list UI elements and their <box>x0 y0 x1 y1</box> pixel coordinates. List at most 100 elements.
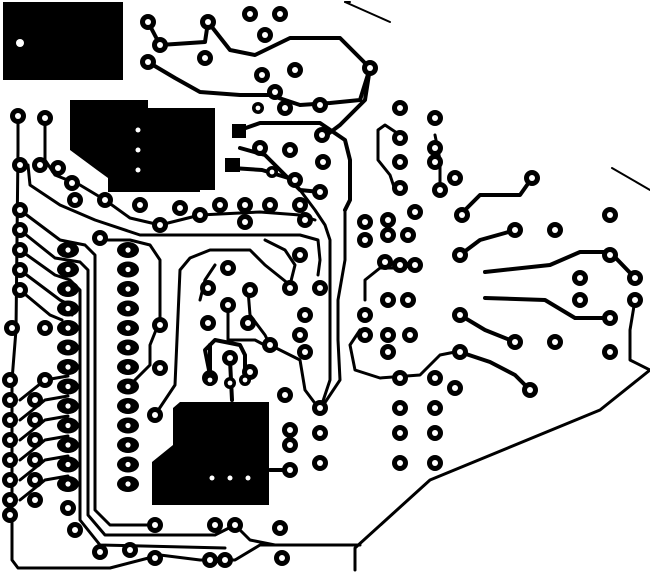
pad-hole <box>292 177 298 183</box>
copper-trace <box>318 66 372 142</box>
pad-hole <box>205 285 211 291</box>
pad-hole <box>7 397 13 403</box>
pad-square <box>232 124 246 138</box>
pad-hole <box>152 412 158 418</box>
pad-hole <box>385 217 391 223</box>
copper-trace <box>146 20 210 47</box>
pad-hole <box>97 549 103 555</box>
pad-hole <box>432 375 438 381</box>
pad-hole <box>227 380 233 386</box>
pad-hole <box>362 332 368 338</box>
pad-hole <box>152 555 158 561</box>
pad-hole <box>277 525 283 531</box>
pad-hole <box>297 252 303 258</box>
pad-hole <box>302 312 308 318</box>
copper-trace <box>18 208 157 527</box>
pad-hole <box>65 442 71 448</box>
pad-hole <box>577 297 583 303</box>
pad-hole <box>72 197 78 203</box>
pad-hole <box>125 286 131 292</box>
copper-trace <box>18 228 277 547</box>
pad-hole <box>7 417 13 423</box>
pad-hole <box>297 332 303 338</box>
pad-hole <box>125 403 131 409</box>
pad-hole <box>212 522 218 528</box>
pad-hole <box>225 265 231 271</box>
pad-hole <box>42 377 48 383</box>
pad-hole <box>242 377 248 383</box>
copper-trace <box>611 167 650 191</box>
pad-hole <box>125 266 131 273</box>
pad-hole <box>317 189 323 195</box>
copper-fill-lower <box>152 402 269 505</box>
pad-hole <box>202 55 208 61</box>
pad-hole <box>157 42 163 48</box>
pad-hole <box>437 187 443 193</box>
copper-trace <box>298 188 332 412</box>
pad-hole <box>32 477 38 483</box>
pad-hole <box>157 365 163 371</box>
pad-hole <box>125 344 131 351</box>
pad-hole <box>282 392 288 398</box>
pad-hole <box>385 332 391 338</box>
pad-hole <box>257 145 263 151</box>
copper-fill-corner <box>3 2 123 80</box>
pad-hole <box>255 105 261 111</box>
pad-hole <box>317 430 323 436</box>
pad-hole <box>397 430 403 436</box>
pad-hole <box>65 403 71 409</box>
pad-hole <box>367 65 373 71</box>
pad-hole <box>287 467 293 473</box>
pad-hole <box>65 383 71 390</box>
pad-hole <box>317 405 323 411</box>
pad-hole <box>65 325 71 331</box>
pad-hole <box>527 387 533 393</box>
pad-hole <box>225 302 231 308</box>
copper-trace <box>198 263 217 302</box>
pad-hole <box>397 159 403 165</box>
pad-hole <box>397 262 403 268</box>
pad-hole <box>232 522 238 528</box>
pad-hole <box>362 237 368 243</box>
pad-hole <box>552 339 558 345</box>
pad-hole <box>459 212 465 218</box>
pad-hole <box>227 355 233 361</box>
pad-hole <box>205 19 211 25</box>
pad-hole <box>217 202 223 208</box>
pad-hole <box>432 430 438 436</box>
pad-hole <box>32 397 38 403</box>
copper-trace <box>18 434 70 462</box>
copper-trace <box>458 228 517 257</box>
pad-hole <box>287 427 293 433</box>
pad-hole <box>607 349 613 355</box>
copper-trace <box>98 238 162 387</box>
pad-hole <box>267 342 273 348</box>
pad-hole <box>245 320 251 326</box>
copper-trace <box>628 298 650 372</box>
pad-hole <box>259 72 265 78</box>
pad-hole <box>137 202 143 208</box>
pad-hole <box>207 557 213 563</box>
copper-trace <box>10 378 112 570</box>
pad-hole <box>15 113 21 119</box>
pad-hole <box>320 159 326 165</box>
copper-trace <box>353 368 650 572</box>
copper-fill-upper <box>70 100 215 192</box>
pad-hole <box>17 247 23 253</box>
pad-hole <box>529 175 535 181</box>
copper-trace <box>238 146 322 194</box>
copper-trace <box>263 238 297 287</box>
pad-hole <box>287 285 293 291</box>
pad-hole <box>125 305 131 312</box>
pad-hole <box>127 547 133 553</box>
pad-square <box>225 158 240 172</box>
pad-hole <box>125 422 131 429</box>
copper-trace <box>18 454 70 482</box>
pad-hole <box>7 477 13 483</box>
pad-hole <box>269 169 275 175</box>
pad-hole <box>32 497 38 503</box>
pad-hole <box>457 252 463 258</box>
pad-hole <box>32 417 38 423</box>
pad-hole <box>65 481 71 487</box>
